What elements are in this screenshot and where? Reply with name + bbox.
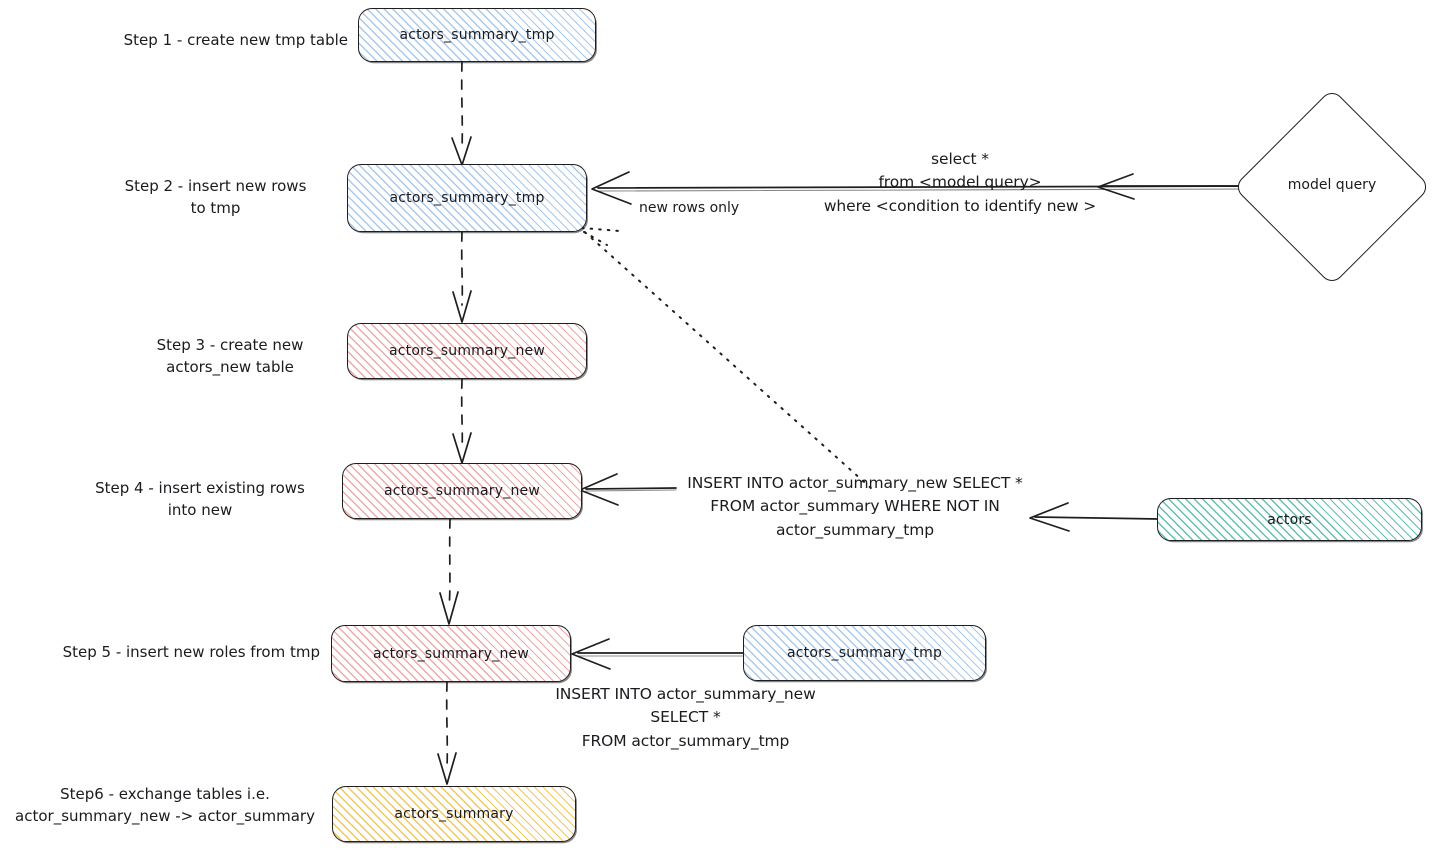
node-label: actors_summary_new (389, 343, 545, 359)
node-model-query-label: model query (1287, 177, 1377, 193)
node-label: actors_summary_new (384, 483, 540, 499)
edge-step3-to-step4 (452, 378, 472, 464)
edge-tmp5-to-step5 (571, 638, 748, 670)
node-label: actors (1267, 511, 1312, 528)
step-label-2: Step 2 - insert new rows to tmp (124, 177, 307, 217)
annotation-model-query-sql: select * from <model query> where <condi… (823, 150, 1097, 215)
node-actors-summary-tmp-step5[interactable]: actors_summary_tmp (743, 625, 986, 681)
node-label: actors_summary (394, 806, 514, 822)
annotation-step5-sql: INSERT INTO actor_summary_new SELECT * F… (555, 685, 816, 750)
node-label: actors_summary_tmp (786, 645, 943, 661)
step-label-4: Step 4 - insert existing rows into new (95, 479, 305, 519)
node-actors-summary-step6[interactable]: actors_summary (332, 786, 576, 842)
step-label-5: Step 5 - insert new roles from tmp (62, 643, 320, 661)
edge-step5-to-step6 (437, 681, 457, 785)
node-label: actors_summary_tmp (399, 27, 555, 43)
edge-step2-dotted-to-step4-sql (577, 225, 873, 490)
edge-step4-to-step5 (439, 518, 459, 625)
annotation-step4-sql: INSERT INTO actor_summary_new SELECT * F… (687, 474, 1023, 539)
edge-step1-to-step2 (451, 61, 472, 166)
node-actors-summary-new-step4[interactable]: actors_summary_new (342, 463, 582, 519)
edge-sql-to-model-query (1097, 173, 1256, 200)
node-actors-summary-new-step5[interactable]: actors_summary_new (331, 625, 571, 682)
node-actors-summary-tmp-step2[interactable]: actors_summary_tmp (347, 164, 587, 232)
step-label-6: Step6 - exchange tables i.e. actor_summa… (15, 785, 315, 825)
annotation-new-rows-only: new rows only (637, 200, 742, 216)
edge-step2-to-step3 (452, 231, 472, 323)
edge-actors-to-step4 (1029, 502, 1161, 532)
step-label-1: Step 1 - create new tmp table (123, 31, 348, 49)
node-label: actors_summary_tmp (389, 190, 545, 206)
node-label: actors_summary_new (373, 645, 529, 662)
edge-step4-sql-to-node (579, 473, 677, 506)
node-actors-summary-new-step3[interactable]: actors_summary_new (347, 323, 587, 379)
node-actors-summary-tmp-step1[interactable]: actors_summary_tmp (358, 8, 596, 62)
node-actors[interactable]: actors (1157, 498, 1422, 541)
step-label-3: Step 3 - create new actors_new table (156, 336, 304, 376)
